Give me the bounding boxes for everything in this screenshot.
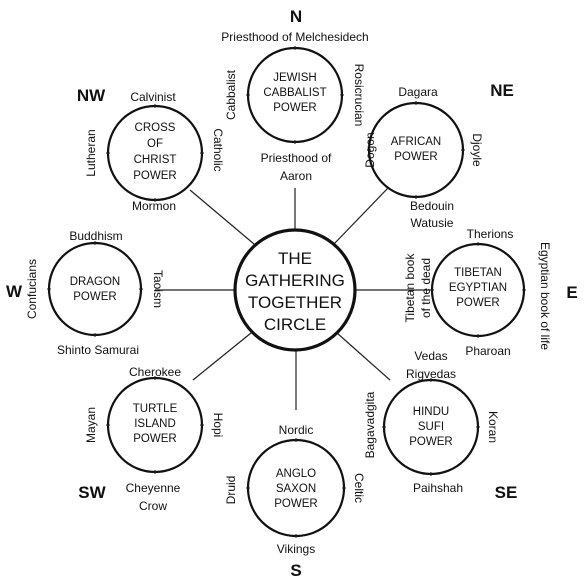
label-top: Nordic: [279, 423, 314, 437]
node-turtle-island: TURTLE ISLAND POWER Cherokee Mayan Hopi …: [84, 365, 225, 513]
label-right: Koran: [486, 411, 500, 443]
power-line: OF: [147, 138, 163, 150]
node-jewish-cabbalist: JEWISH CABBALIST POWER Priesthood of Mel…: [221, 30, 368, 183]
power-line: POWER: [73, 291, 116, 303]
direction-w: W: [6, 282, 23, 301]
direction-sw: SW: [78, 483, 106, 502]
power-line: CROSS: [135, 122, 176, 134]
label-left: Lutheran: [84, 129, 98, 176]
label-bottom: Aaron: [280, 169, 312, 183]
label-top: Therions: [467, 227, 514, 241]
label-left: Druid: [224, 476, 238, 505]
label-left: Confucians: [25, 259, 39, 319]
label-bottom: Bedouin: [410, 199, 454, 213]
center-line-3: TOGETHER: [248, 293, 342, 312]
center-line-4: CIRCLE: [264, 315, 326, 334]
label-bottom: Priesthood of: [261, 151, 332, 165]
label-top: Priesthood of Melchesidech: [221, 30, 368, 44]
power-line: POWER: [409, 436, 452, 448]
direction-s: S: [290, 561, 301, 580]
node-african: AFRICAN POWER Dagara Dogon Djoyle Bedoui…: [363, 85, 484, 230]
power-line: POWER: [133, 170, 176, 182]
node-cross-of-christ: CROSS OF CHRIST POWER Calvinist Lutheran…: [84, 90, 225, 213]
direction-se: SE: [495, 483, 518, 502]
node-ring: [47, 241, 143, 337]
spoke-sw: [192, 332, 252, 381]
power-line: JEWISH: [273, 72, 316, 84]
power-line: TIBETAN: [454, 267, 502, 279]
power-line: POWER: [133, 433, 176, 445]
node-ring: [106, 104, 204, 202]
node-ring: [367, 101, 465, 199]
node-hindu-sufi: HINDU SUFI POWER Vedas Rigvedas Bagavadg…: [363, 349, 500, 495]
direction-nw: NW: [77, 86, 106, 105]
center-line-2: GATHERING: [245, 271, 345, 290]
node-dragon: DRAGON POWER Buddhism Confucians Taoism …: [25, 229, 165, 357]
spoke-nw: [189, 189, 255, 245]
compass-directions: N NE E SE S SW W NW: [6, 7, 578, 580]
label-left: of the dead: [419, 258, 433, 318]
label-right: Rosicrucian: [352, 64, 366, 127]
direction-e: E: [566, 283, 577, 302]
label-bottom: Paihshah: [413, 481, 463, 495]
center-circle: THE GATHERING TOGETHER CIRCLE: [233, 228, 357, 352]
label-bottom: Crow: [139, 499, 167, 513]
power-line: TURTLE: [133, 403, 178, 415]
label-top: Cherokee: [129, 365, 181, 379]
spoke-ne: [332, 187, 389, 246]
label-right: Hopi: [211, 413, 225, 438]
label-left: Cabbalist: [224, 69, 238, 120]
label-right: Celtic: [352, 473, 366, 503]
label-bottom: Cheyenne: [126, 481, 181, 495]
power-line: SUFI: [418, 421, 444, 433]
label-top: Dagara: [398, 85, 438, 99]
power-line: EGYPTIAN: [449, 282, 507, 294]
node-anglo-saxon: ANGLO SAXON POWER Nordic Druid Celtic Vi…: [224, 423, 366, 556]
power-line: POWER: [274, 498, 317, 510]
label-right: Egyptian book of life: [538, 242, 552, 350]
power-line: POWER: [273, 102, 316, 114]
power-line: CHRIST: [134, 154, 177, 166]
label-top: Buddhism: [69, 229, 122, 243]
label-bottom: Pharoan: [465, 344, 510, 358]
spoke-se: [336, 332, 391, 381]
center-ring: [233, 228, 357, 352]
label-right: Taoism: [151, 270, 165, 308]
label-top: Vedas: [414, 349, 447, 363]
label-bottom: Watusie: [411, 216, 454, 230]
label-bottom: Mormon: [132, 199, 176, 213]
direction-n: N: [290, 7, 302, 26]
power-line: POWER: [394, 151, 437, 163]
label-bottom: Shinto Samurai: [57, 343, 139, 357]
power-line: POWER: [456, 297, 499, 309]
node-tibetan-egyptian: TIBETAN EGYPTIAN POWER Therions Tibetan …: [403, 227, 552, 358]
power-line: HINDU: [413, 406, 449, 418]
label-right: Djoyle: [470, 133, 484, 167]
direction-ne: NE: [490, 81, 514, 100]
power-line: AFRICAN: [391, 136, 441, 148]
label-left: Bagavadgita: [363, 391, 377, 458]
label-left: Mayan: [84, 407, 98, 443]
label-top: Rigvedas: [406, 367, 456, 381]
label-bottom: Vikings: [277, 542, 315, 556]
power-line: SAXON: [276, 483, 316, 495]
center-line-1: THE: [278, 249, 312, 268]
label-right: Catholic: [211, 128, 225, 171]
power-line: ISLAND: [134, 418, 176, 430]
spokes: [155, 187, 432, 410]
label-top: Calvinist: [130, 90, 176, 104]
power-line: DRAGON: [70, 276, 120, 288]
label-left: Tibetan book: [403, 253, 417, 323]
power-line: ANGLO: [276, 468, 316, 480]
label-left: Dogon: [363, 132, 377, 167]
power-line: CABBALIST: [263, 87, 326, 99]
